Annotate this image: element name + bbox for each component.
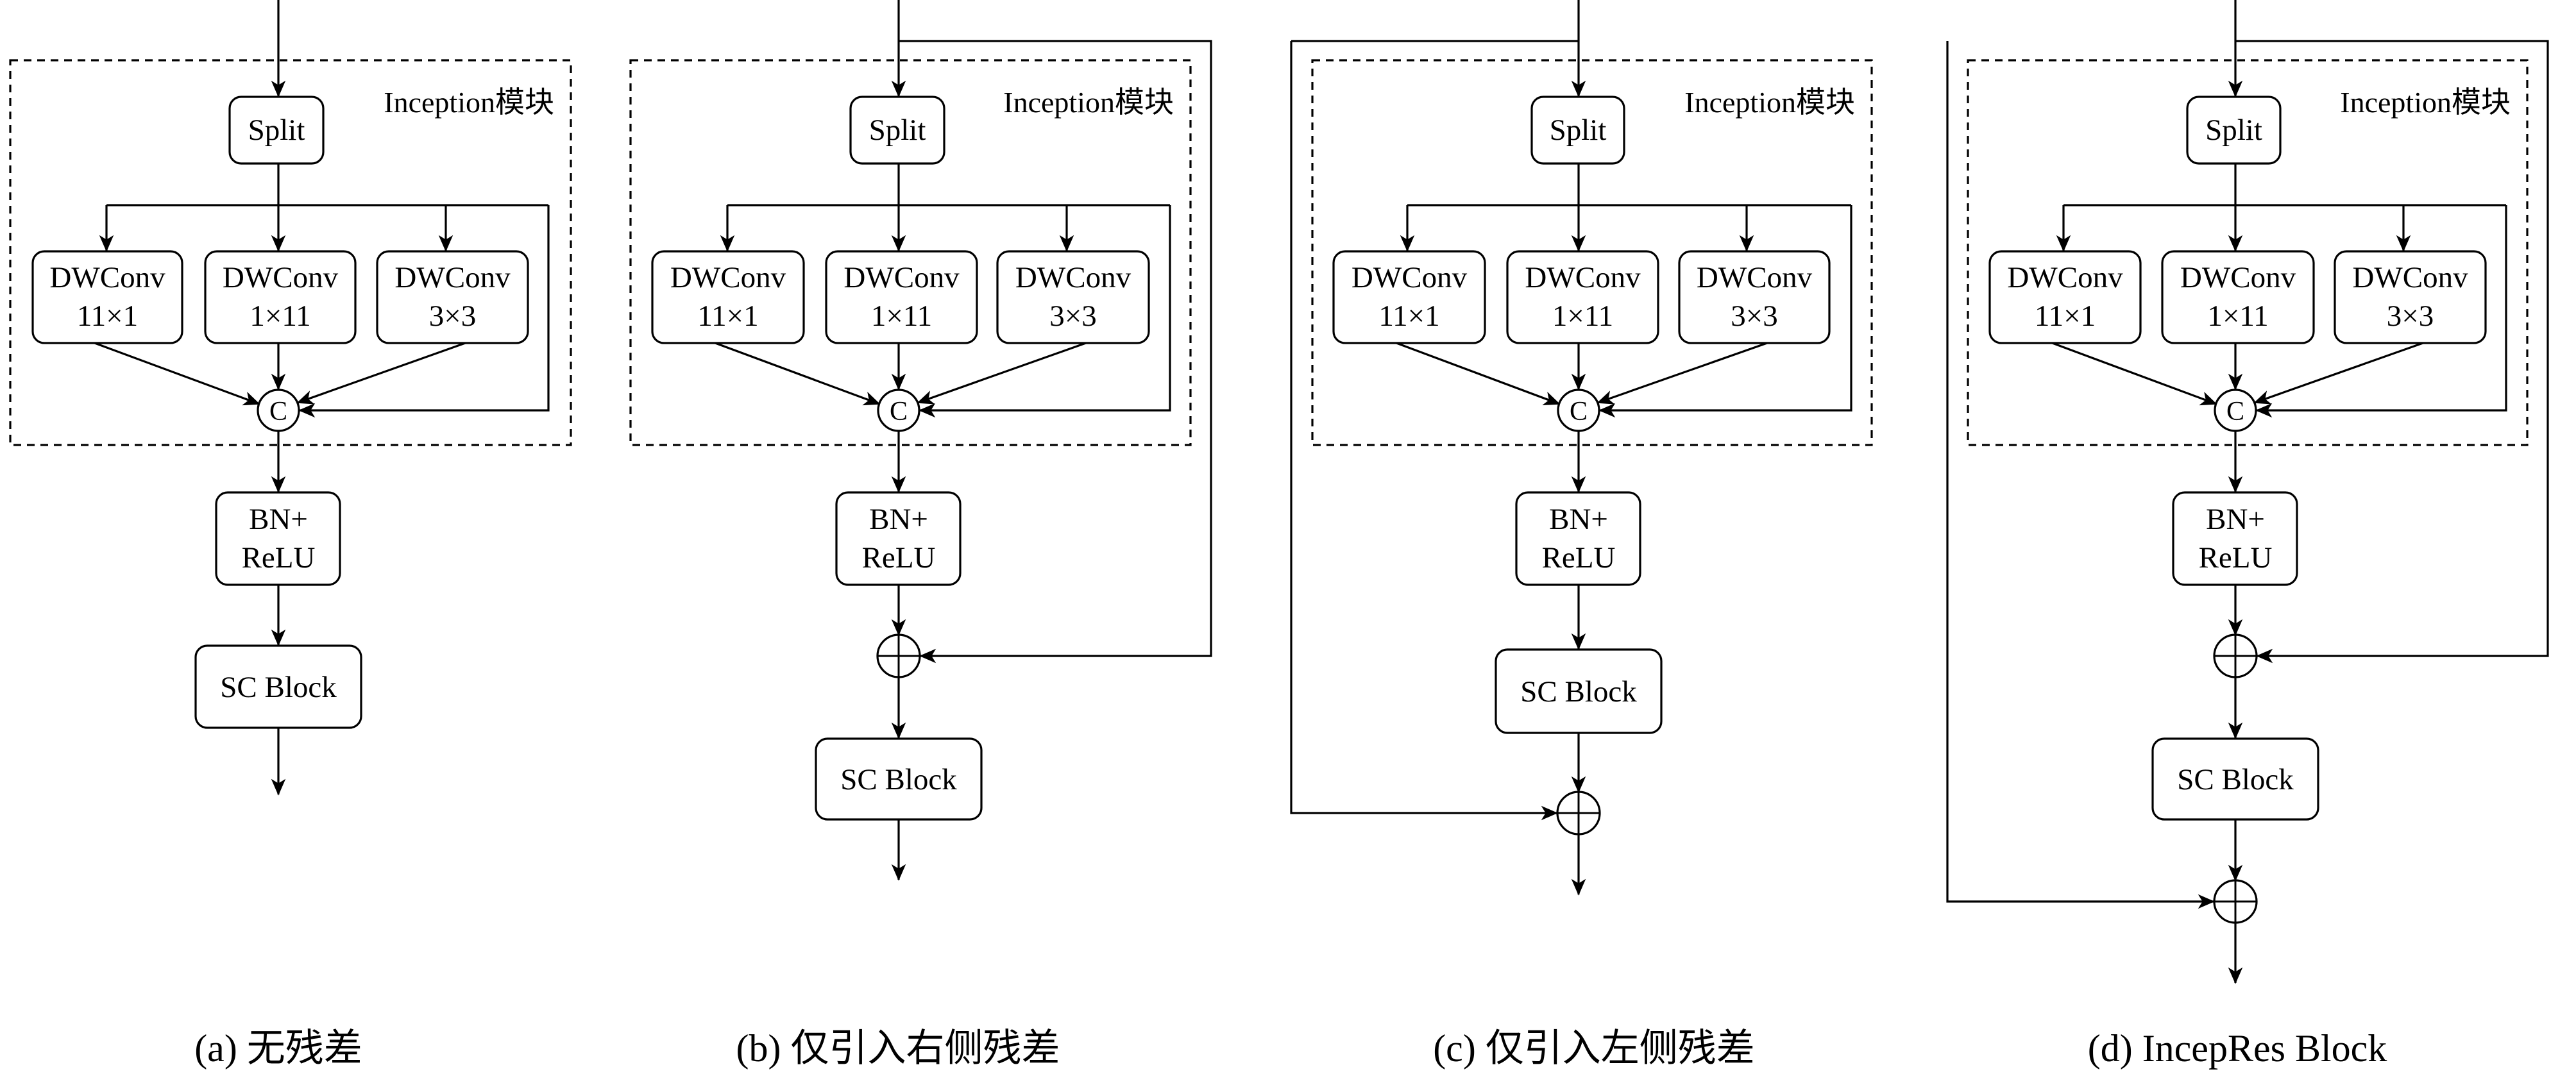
sc-block-label: SC Block: [1520, 675, 1637, 709]
left-residual-add-node: [2213, 879, 2258, 924]
panel-caption: (d) IncepRes Block: [2088, 1027, 2387, 1070]
dwconv-kernel: 3×3: [2387, 299, 2434, 333]
split-node: [228, 96, 325, 165]
bn-relu-label-line2: ReLU: [2199, 541, 2273, 575]
dwconv-title: DWConv: [1015, 261, 1131, 294]
dwconv-title: DWConv: [843, 261, 960, 294]
right-residual-add-node: [2213, 633, 2258, 678]
right-residual-add-node: [876, 633, 921, 678]
dwconv-title: DWConv: [2352, 261, 2468, 294]
dwconv-kernel: 1×11: [1552, 299, 1613, 333]
identity-loop-arrow: [298, 205, 550, 418]
dwconv-to-concat-arrow: [917, 342, 1087, 405]
split-node: [849, 96, 945, 165]
left-residual-arrow: [1946, 41, 2215, 909]
concat-label: C: [1570, 397, 1588, 426]
concat-label: C: [269, 397, 287, 426]
bn-relu-label-line1: BN+: [1549, 503, 1608, 536]
inception-module-container: [9, 59, 572, 446]
dwconv-kernel: 1×11: [250, 299, 310, 333]
sc-block-label: SC Block: [2177, 763, 2294, 796]
dwconv-title: DWConv: [223, 261, 339, 294]
dwconv-title: DWConv: [1697, 261, 1813, 294]
dwconv-kernel: 3×3: [1049, 299, 1097, 333]
split-label: Split: [869, 113, 926, 147]
identity-loop-arrow: [2255, 205, 2507, 418]
sc-block-label: SC Block: [840, 763, 957, 796]
panel-caption: (b) 仅引入右侧残差: [736, 1027, 1060, 1070]
split-node: [2186, 96, 2282, 165]
dwconv-kernel: 3×3: [1731, 299, 1778, 333]
dwconv-node: [2334, 250, 2487, 344]
dwconv-node: [1678, 250, 1831, 344]
dwconv-to-concat-arrow: [1597, 342, 1768, 405]
sc-block-label: SC Block: [220, 671, 337, 704]
bn-relu-label-line2: ReLU: [862, 541, 936, 575]
inception-module-label: Inception模块: [1684, 86, 1855, 119]
panel-caption: (c) 仅引入左侧残差: [1433, 1027, 1755, 1070]
dwconv-title: DWConv: [1525, 261, 1641, 294]
dwconv-node: [651, 250, 805, 344]
dwconv-to-concat-arrow: [94, 342, 260, 406]
inception-module-label: Inception模块: [1003, 86, 1174, 119]
dwconv-title: DWConv: [2007, 261, 2123, 294]
panel-caption: (a) 无残差: [194, 1027, 362, 1070]
dwconv-kernel: 1×11: [871, 299, 932, 333]
dwconv-node: [825, 250, 978, 344]
bn-relu-label-line2: ReLU: [1542, 541, 1616, 575]
dwconv-kernel: 11×1: [697, 299, 758, 333]
dwconv-title: DWConv: [2180, 261, 2296, 294]
inception-module-label: Inception模块: [2340, 86, 2511, 119]
dwconv-node: [1506, 250, 1659, 344]
bn-relu-label-line1: BN+: [2206, 503, 2265, 536]
dwconv-node: [996, 250, 1150, 344]
dwconv-node: [2161, 250, 2315, 344]
split-label: Split: [1550, 113, 1607, 147]
dwconv-node: [1988, 250, 2142, 344]
dwconv-node: [1332, 250, 1486, 344]
dwconv-title: DWConv: [49, 261, 165, 294]
identity-loop-arrow: [1598, 205, 1852, 418]
bn-relu-label-line1: BN+: [869, 503, 928, 536]
dwconv-kernel: 11×1: [2035, 299, 2096, 333]
dwconv-to-concat-arrow: [715, 342, 881, 406]
dwconv-to-concat-arrow: [1396, 342, 1561, 406]
bn-relu-label-line2: ReLU: [242, 541, 316, 575]
dwconv-to-concat-arrow: [296, 342, 466, 405]
dwconv-kernel: 1×11: [2207, 299, 2268, 333]
concat-label: C: [890, 397, 908, 426]
dwconv-node: [376, 250, 529, 344]
dwconv-to-concat-arrow: [2051, 342, 2217, 406]
dwconv-title: DWConv: [394, 261, 511, 294]
dwconv-title: DWConv: [1352, 261, 1468, 294]
dwconv-to-concat-arrow: [2253, 342, 2424, 405]
left-residual-arrow: [1290, 41, 1558, 821]
dwconv-title: DWConv: [670, 261, 786, 294]
dwconv-kernel: 11×1: [77, 299, 138, 333]
dwconv-kernel: 11×1: [1378, 299, 1439, 333]
split-label: Split: [248, 113, 305, 147]
dwconv-kernel: 3×3: [429, 299, 477, 333]
left-residual-add-node: [1556, 791, 1601, 835]
inception-module-label: Inception模块: [384, 86, 554, 119]
inception-module-container: [629, 59, 1192, 446]
bn-relu-label-line1: BN+: [249, 503, 308, 536]
concat-label: C: [2226, 397, 2244, 426]
dwconv-node: [31, 250, 183, 344]
split-label: Split: [2205, 113, 2262, 147]
dwconv-node: [204, 250, 357, 344]
right-residual-arrow: [2235, 40, 2549, 664]
right-residual-arrow: [899, 40, 1212, 664]
identity-loop-arrow: [919, 205, 1171, 418]
